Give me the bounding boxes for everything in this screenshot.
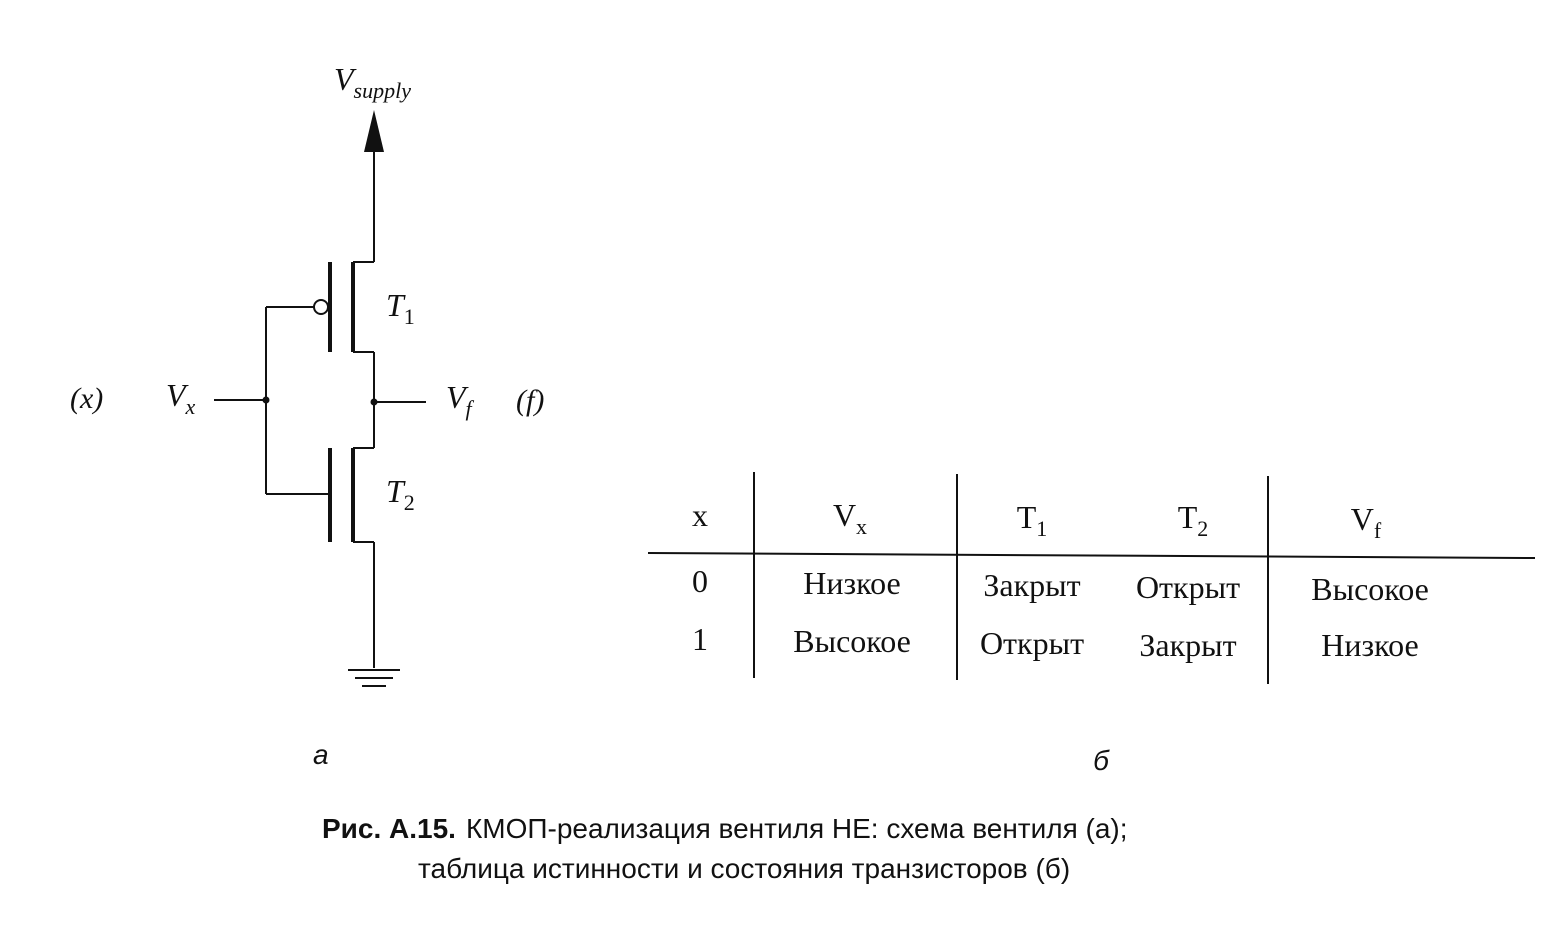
figure-caption: Рис. А.15.КМОП-реализация вентиля НЕ: сх…: [322, 813, 1128, 884]
table-cell: 0: [692, 563, 708, 599]
t2-label: T2: [386, 473, 415, 515]
truth-table: x Vx T1 T2 Vf 0 Низкое Закрыт Открыт Выс…: [647, 472, 1536, 776]
table-header-vx: Vx: [833, 497, 867, 539]
transistor-t1-pmos: [313, 261, 374, 353]
panel-label-a: a: [313, 739, 329, 770]
table-cell: Низкое: [1321, 627, 1418, 663]
output-variable-label: (f): [516, 384, 544, 417]
table-cell: 1: [692, 621, 708, 657]
input-variable-label: (x): [70, 382, 103, 415]
table-cell: Открыт: [1136, 569, 1240, 605]
table-cell: Закрыт: [983, 567, 1080, 603]
table-header-rule: [647, 552, 1536, 559]
table-header-t2: T2: [1178, 499, 1209, 541]
input-voltage-label: Vx: [166, 377, 196, 419]
table-cell: Высокое: [793, 623, 911, 659]
ground-icon: [348, 669, 400, 687]
output-junction-dot: [370, 398, 378, 406]
table-header-x: x: [692, 497, 708, 533]
cmos-inverter-schematic: Vsupply T1 T2: [70, 61, 544, 770]
table-header-t1: T1: [1017, 499, 1048, 541]
inversion-bubble-icon: [313, 299, 329, 315]
transistor-t2-nmos: [328, 447, 374, 543]
output-voltage-label: Vf: [446, 379, 475, 421]
input-junction-dot: [262, 396, 270, 404]
table-cell: Закрыт: [1139, 627, 1236, 663]
caption-line-1: Рис. А.15.КМОП-реализация вентиля НЕ: сх…: [322, 813, 1128, 844]
supply-label: Vsupply: [334, 61, 411, 103]
panel-label-b: б: [1093, 745, 1110, 776]
table-cell: Высокое: [1311, 571, 1429, 607]
caption-number: Рис. А.15.: [322, 813, 456, 844]
t1-label: T1: [386, 287, 415, 329]
caption-line-2: таблица истинности и состояния транзисто…: [418, 853, 1070, 884]
supply-arrow-icon: [364, 110, 384, 152]
table-header-vf: Vf: [1351, 501, 1382, 543]
table-cell: Открыт: [980, 625, 1084, 661]
table-cell: Низкое: [803, 565, 900, 601]
